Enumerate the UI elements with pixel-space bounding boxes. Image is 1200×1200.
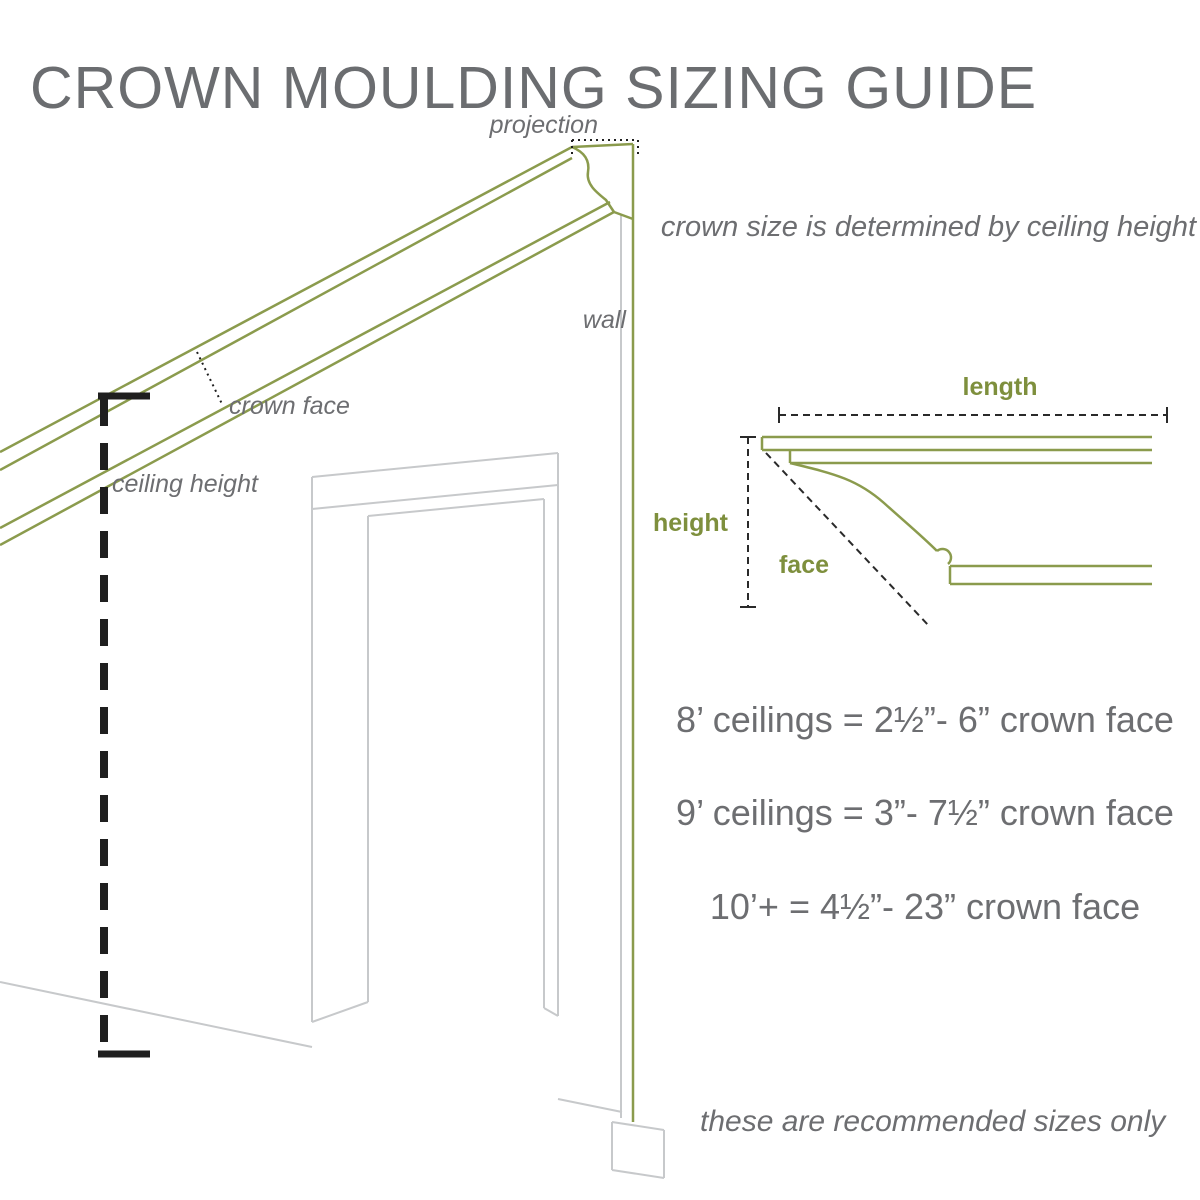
page-title: CROWN MOULDING SIZING GUIDE xyxy=(30,54,1038,121)
label-wall: wall xyxy=(582,306,626,334)
profile-ogee-curve xyxy=(789,461,938,552)
sizing-rule-8ft: 8’ ceilings = 2½”- 6” crown face xyxy=(676,699,1174,740)
cross-section-profile xyxy=(760,435,1152,586)
crown-moulding-lines xyxy=(0,142,635,1122)
cross-section-measure-lines xyxy=(740,407,1168,628)
crown-bottom-edge xyxy=(0,210,615,547)
crown-top-edge xyxy=(0,145,573,454)
length-end-ticks xyxy=(778,407,1168,423)
label-length: length xyxy=(962,373,1038,401)
footnote: these are recommended sizes only xyxy=(700,1105,1166,1138)
crown-wall-contact xyxy=(613,210,634,221)
face-dashed-line xyxy=(765,452,931,628)
sizing-rule-9ft: 9’ ceilings = 3”- 7½” crown face xyxy=(676,792,1174,833)
height-end-ticks xyxy=(740,436,756,608)
floor-line xyxy=(0,981,623,1113)
crown-top-fillet xyxy=(0,156,573,472)
baseboard-block xyxy=(611,1121,665,1179)
crown-bottom-fillet xyxy=(0,200,611,530)
label-height: height xyxy=(653,509,728,537)
door-frame-outer xyxy=(311,452,559,1022)
label-projection: projection xyxy=(489,111,598,139)
label-ceiling-height: ceiling height xyxy=(112,470,258,498)
crown-ceiling-edge xyxy=(571,142,634,149)
profile-bead xyxy=(936,547,953,565)
crown-end-profile xyxy=(571,145,616,213)
sizing-rule-10ft: 10’+ = 4½”- 23” crown face xyxy=(709,886,1141,927)
label-face: face xyxy=(778,551,830,579)
door-frame-inner xyxy=(311,498,559,1023)
crown-size-note: crown size is determined by ceiling heig… xyxy=(660,211,1196,243)
crown-face-dotted-tick xyxy=(196,351,223,405)
projection-dotted-bracket xyxy=(571,139,639,158)
room-drawing-lines xyxy=(0,215,665,1179)
label-crown-face: crown face xyxy=(229,392,350,420)
ceiling-height-dashed-line xyxy=(98,392,150,1058)
